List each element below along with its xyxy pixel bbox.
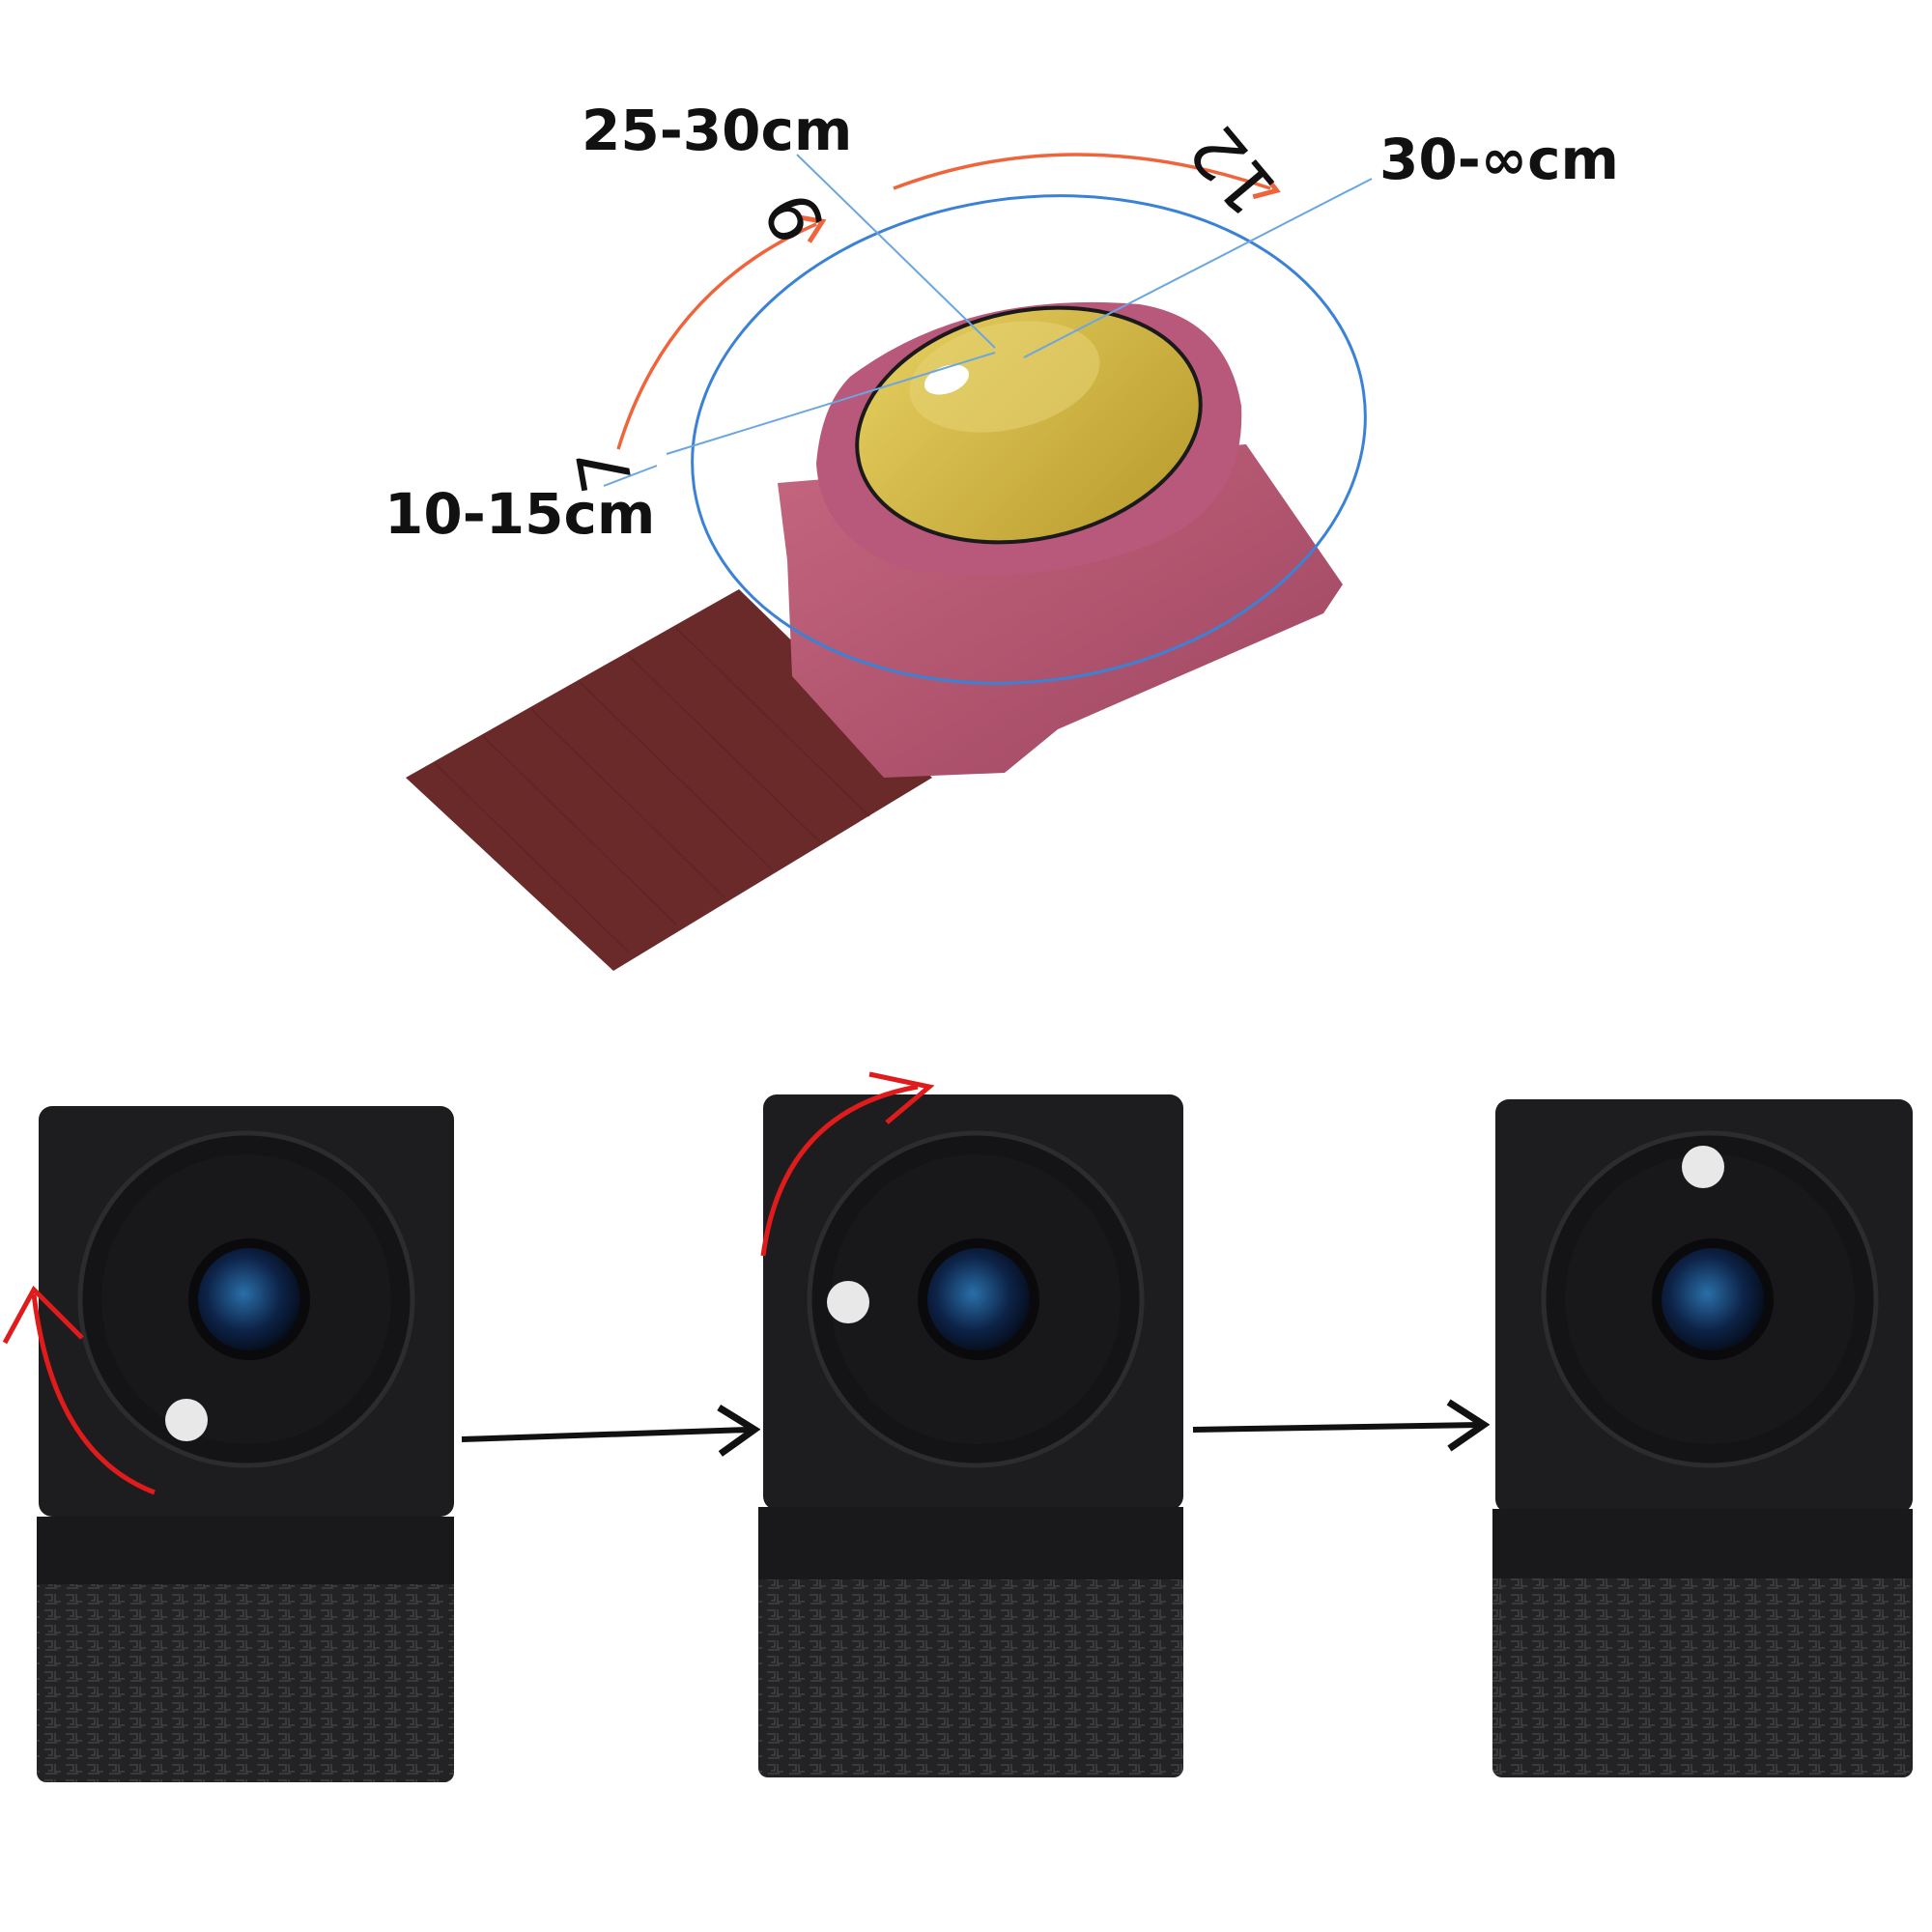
label-far-distance: 30-∞cm — [1379, 127, 1619, 192]
module-step-2 — [758, 1071, 1183, 1777]
lens-glass — [188, 1238, 310, 1360]
label-near-distance: 10-15cm — [384, 481, 655, 547]
curved-arrow-icon — [893, 153, 1281, 200]
dial-number-mid: 9 — [749, 180, 840, 254]
module-step-1 — [2, 1106, 454, 1782]
camera-module-illustration: 7 9 12 10-15cm 25-30cm 30-∞cm — [384, 98, 1619, 971]
curved-arrow-icon — [31, 1293, 156, 1495]
module-step-3 — [1492, 1099, 1913, 1777]
label-mid-distance: 25-30cm — [582, 98, 852, 163]
curved-arrow-icon — [760, 1084, 919, 1257]
dial-number-far: 12 — [1174, 110, 1293, 230]
lens-marker-dot — [827, 1281, 869, 1323]
right-arrow-icon — [461, 1430, 749, 1439]
lens-glass — [1652, 1238, 1774, 1360]
curved-arrow-icon — [616, 214, 827, 450]
lens-marker-dot — [165, 1399, 208, 1441]
right-arrow-icon — [1192, 1425, 1478, 1430]
lens-glass — [918, 1238, 1039, 1360]
lens-marker-dot — [923, 364, 970, 395]
focus-dial-ring — [691, 194, 1367, 685]
lens-marker-dot — [1682, 1146, 1724, 1188]
